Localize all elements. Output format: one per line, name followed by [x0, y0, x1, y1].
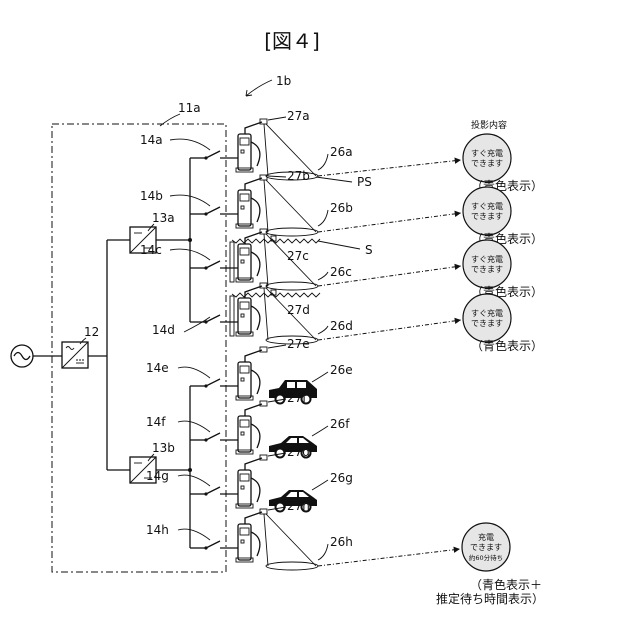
projector-label-27d: 27d: [287, 303, 310, 317]
charger-27g: [236, 455, 267, 508]
charger-27h: [236, 509, 267, 562]
projector-label-27g: 27g: [287, 445, 310, 459]
charger-27a: [236, 119, 267, 172]
projection-area-26h: [266, 562, 318, 570]
projector-label-27a: 27a: [287, 109, 310, 123]
projector-label-27e: 27e: [287, 337, 310, 351]
station-14f: 14f 27f 26f: [146, 391, 350, 458]
charger-27e: [236, 347, 267, 400]
area-label-26d: 26d: [330, 319, 353, 333]
charger-27d: [236, 283, 267, 336]
switch-label-14c: 14c: [140, 243, 162, 257]
station-14g: 14g 27g 26g: [146, 445, 353, 512]
enclosure-label: 11a: [178, 101, 201, 115]
switch-14c: [190, 261, 238, 270]
projection-caption: 投影内容: [471, 119, 507, 131]
projection-area-26c: [266, 282, 318, 290]
bubble-text: すぐ充電: [471, 308, 503, 318]
ps-leader: [316, 177, 352, 182]
switch-label-14h: 14h: [146, 523, 169, 537]
bubble-text: すぐ充電: [471, 254, 503, 264]
station-14c: 14c 27c 26c: [140, 229, 352, 290]
station-14h: 14h 27h 26h: [146, 499, 353, 570]
switch-14d: [190, 315, 238, 324]
switch-14e: [190, 379, 238, 388]
area-label-26b: 26b: [330, 201, 353, 215]
station-14a: 14a 27a 26a: [140, 109, 353, 180]
bubble-text: 約60分待ち: [469, 553, 503, 562]
enclosure-boundary: [52, 124, 226, 572]
switch-14g: [190, 487, 238, 496]
area-label-26g: 26g: [330, 471, 353, 485]
converter-13a-label: 13a: [152, 211, 175, 225]
area-label-26e: 26e: [330, 363, 353, 377]
area-label-26h: 26h: [330, 535, 353, 549]
bubble-text: できます: [471, 159, 503, 168]
bubble-text: できます: [471, 212, 503, 221]
projection-area-26b: [266, 228, 318, 236]
station-14e: 14e 27e 26e: [146, 337, 353, 404]
bubble-caption: （青色表示）: [471, 339, 543, 353]
switch-14h: [190, 541, 238, 550]
projector-label-27h: 27h: [287, 499, 310, 513]
switch-label-14e: 14e: [146, 361, 169, 375]
system-label: 1b: [276, 74, 291, 88]
ac-wave: [14, 353, 30, 360]
switch-label-14d: 14d: [152, 323, 175, 337]
system-label-arrow: [246, 80, 272, 96]
station-14b: 14b 27b 26b: [140, 169, 353, 236]
converter-12-leader: [80, 338, 86, 344]
bubble-caption: （青色表示＋: [470, 578, 542, 592]
switch-14f: [190, 433, 238, 442]
bubble-text: できます: [470, 543, 502, 552]
projector-label-27c: 27c: [287, 249, 309, 263]
switch-label-14a: 14a: [140, 133, 163, 147]
s-label: S: [365, 243, 373, 257]
projection-bubble-2: すぐ充電できます（青色表示）: [318, 187, 543, 246]
bubble-text: 充電: [478, 532, 494, 542]
station-14d: 14d 27d 26d: [152, 283, 353, 344]
projection-bubble-1: すぐ充電できます（青色表示）: [318, 134, 543, 193]
bubble-text: すぐ充電: [471, 148, 503, 158]
area-label-26f: 26f: [330, 417, 350, 431]
bubble-caption: 推定待ち時間表示）: [436, 591, 544, 606]
switch-label-14g: 14g: [146, 469, 169, 483]
switch-14b: [190, 207, 238, 216]
projector-label-27f: 27f: [287, 391, 307, 405]
bubble-text: できます: [471, 319, 503, 328]
charger-27f: [236, 401, 267, 454]
converter-13b-label: 13b: [152, 441, 175, 455]
switch-label-14b: 14b: [140, 189, 163, 203]
figure-title: [図４]: [264, 29, 320, 53]
charger-27b: [236, 175, 267, 228]
converter-12-label: 12: [84, 325, 99, 339]
area-label-26a: 26a: [330, 145, 353, 159]
projector-label-27b: 27b: [287, 169, 310, 183]
bubble-text: すぐ充電: [471, 201, 503, 211]
s-leader: [318, 241, 360, 249]
converter-12: [62, 342, 88, 368]
area-label-26c: 26c: [330, 265, 352, 279]
switch-14a: [190, 151, 238, 160]
bubble-text: できます: [471, 265, 503, 274]
switch-label-14f: 14f: [146, 415, 166, 429]
ps-label: PS: [357, 175, 372, 189]
charger-27c: [236, 229, 267, 282]
